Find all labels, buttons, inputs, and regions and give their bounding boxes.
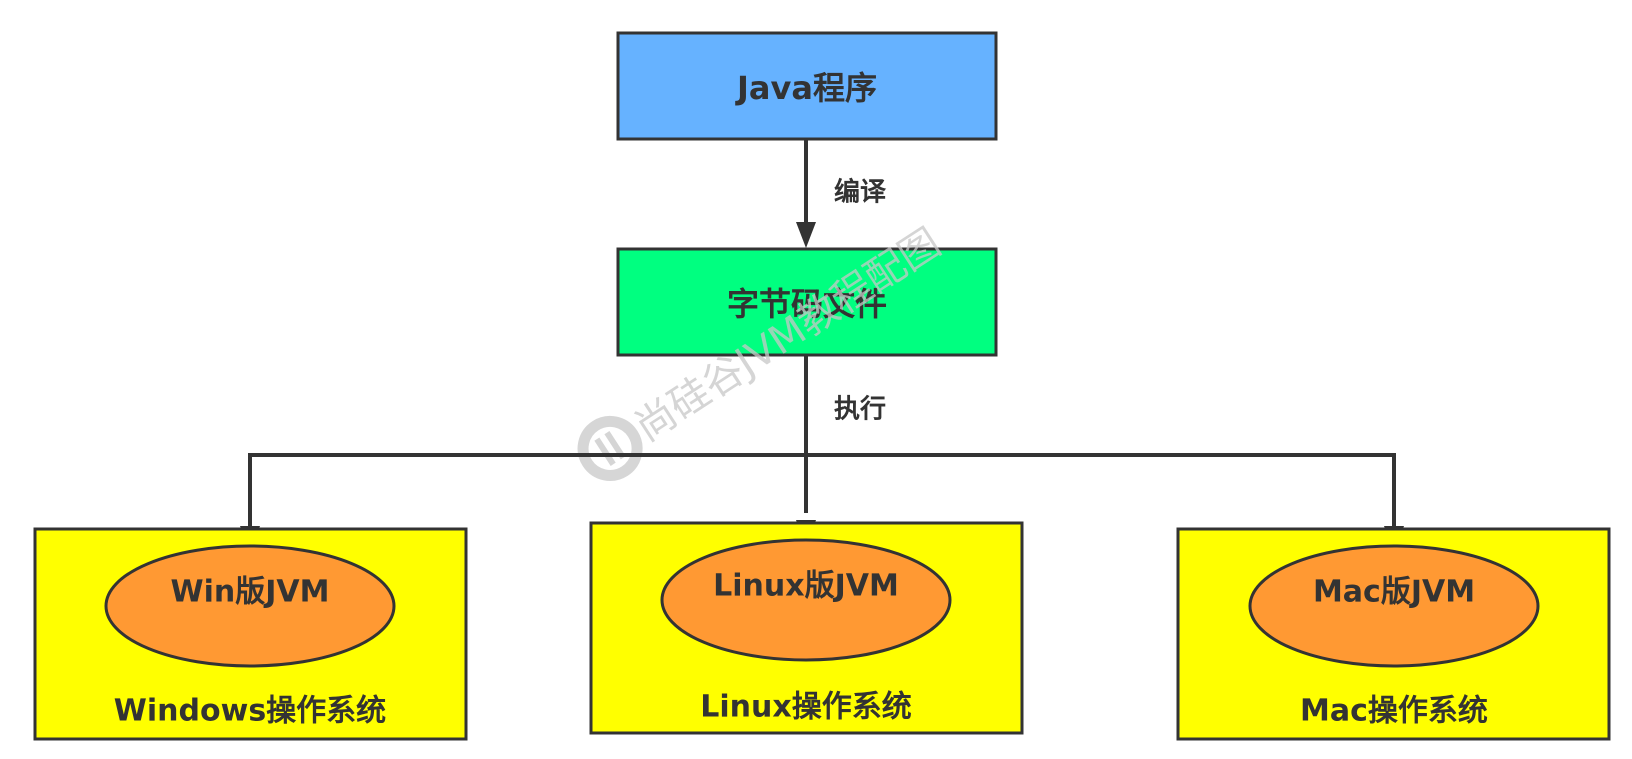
mac-os-label: Mac操作系统 bbox=[1300, 694, 1488, 729]
linux-os-node: Linux版JVM Linux操作系统 bbox=[589, 521, 1024, 735]
bytecode-file-node: 字节码文件 bbox=[616, 247, 998, 357]
compile-arrow-head bbox=[796, 222, 816, 248]
windows-os-node: Win版JVM Windows操作系统 bbox=[33, 527, 468, 741]
linux-os-label: Linux操作系统 bbox=[700, 690, 911, 725]
compile-edge-label: 编译 bbox=[834, 177, 887, 208]
mac-os-node: Mac版JVM Mac操作系统 bbox=[1176, 527, 1611, 741]
win-jvm-label: Win版JVM bbox=[171, 575, 330, 610]
java-program-node: Java程序 bbox=[616, 31, 998, 141]
win-jvm-ellipse bbox=[104, 544, 396, 668]
java-program-label: Java程序 bbox=[735, 69, 877, 107]
windows-os-label: Windows操作系统 bbox=[114, 694, 386, 729]
compile-edge: 编译 bbox=[796, 139, 887, 248]
mac-jvm-ellipse bbox=[1248, 544, 1540, 668]
bytecode-file-label: 字节码文件 bbox=[727, 285, 887, 323]
java-program-box bbox=[616, 31, 998, 141]
execute-edge-label: 执行 bbox=[834, 394, 886, 425]
mac-jvm-label: Mac版JVM bbox=[1313, 575, 1475, 610]
bytecode-file-box bbox=[616, 247, 998, 357]
linux-jvm-ellipse bbox=[660, 538, 952, 662]
linux-jvm-label: Linux版JVM bbox=[713, 569, 899, 604]
